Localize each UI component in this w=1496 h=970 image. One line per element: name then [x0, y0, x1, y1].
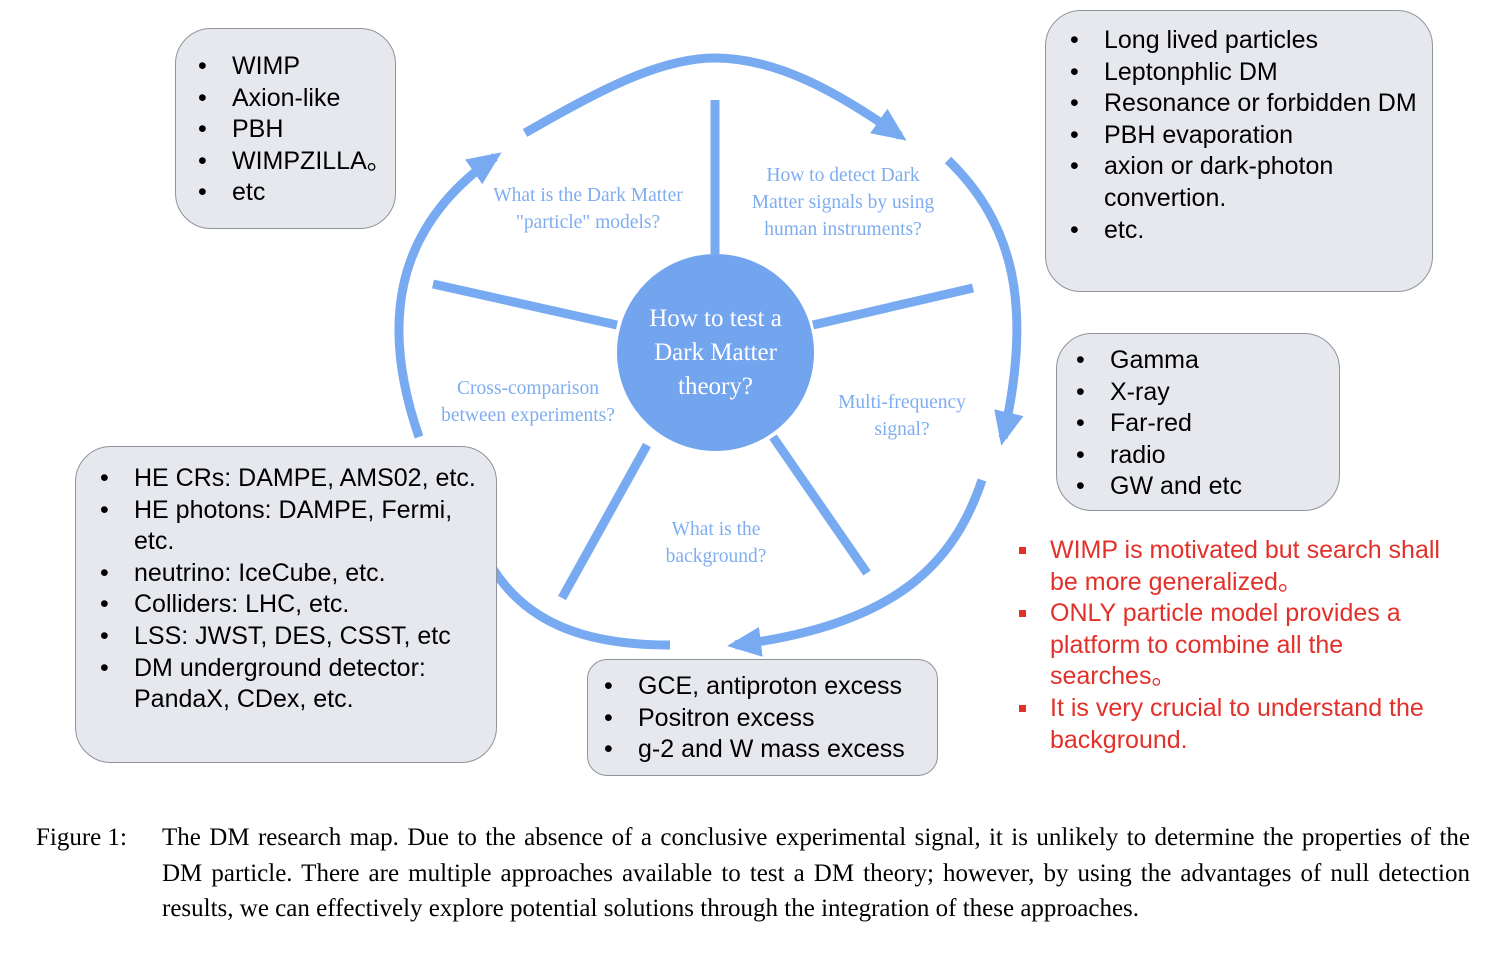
list-item: GW and etc [1064, 471, 1339, 503]
question-detect: How to detect Dark Matter signals by usi… [751, 165, 935, 240]
caption-label: Figure 1: [36, 824, 127, 851]
list-item: g-2 and W mass excess [592, 734, 937, 766]
list-item: DM underground detector: PandaX, CDex, e… [88, 653, 484, 716]
list-item: Far-red [1064, 408, 1339, 440]
list-item: neutrino: IceCube, etc. [88, 558, 484, 590]
list-item: PBH [186, 114, 395, 146]
note-item: It is very crucial to understand the bac… [1016, 693, 1456, 756]
list-item: LSS: JWST, DES, CSST, etc [88, 621, 484, 653]
list-item: X-ray [1064, 377, 1339, 409]
box-experiments: HE CRs: DAMPE, AMS02, etc. HE photons: D… [75, 446, 497, 763]
center-question-circle: How to test a Dark Matter theory? [617, 254, 814, 451]
spoke-upper-right [811, 283, 975, 330]
question-background: What is the background? [665, 519, 767, 567]
list-item: Long lived particles [1058, 25, 1420, 57]
list-item: PBH evaporation [1058, 120, 1420, 152]
note-item: ONLY particle model provides a platform … [1016, 598, 1456, 693]
spoke-lower-right [769, 434, 871, 576]
list-item: etc [186, 177, 395, 209]
list-item: Colliders: LHC, etc. [88, 589, 484, 621]
arrow-top [522, 53, 907, 141]
list-item: HE photons: DAMPE, Fermi, etc. [88, 495, 484, 558]
arrow-right-upper [944, 156, 1024, 446]
caption-text: The DM research map. Due to the absence … [162, 824, 1470, 922]
list-item: Resonance or forbidden DM [1058, 88, 1420, 120]
box-excesses: GCE, antiproton excess Positron excess g… [587, 659, 938, 776]
figure-caption: Figure 1: The DM research map. Due to th… [36, 820, 1470, 927]
list-item: Gamma [1064, 345, 1339, 377]
spoke-lower-left [558, 442, 651, 601]
list-item: WIMP [186, 51, 395, 83]
list-item: HE CRs: DAMPE, AMS02, etc. [88, 463, 484, 495]
list-item: radio [1064, 440, 1339, 472]
list-item: axion or dark-photon convertion. [1058, 151, 1420, 214]
list-item: etc. [1058, 215, 1420, 247]
list-item: Leptonphlic DM [1058, 57, 1420, 89]
list-item: GCE, antiproton excess [592, 671, 937, 703]
red-notes: WIMP is motivated but search shall be mo… [1016, 535, 1456, 756]
spoke-upper-left [432, 279, 618, 330]
question-cross-comparison: Cross-comparison between experiments? [441, 378, 615, 426]
arrow-right-lower [727, 478, 987, 657]
question-models: What is the Dark Matter "particle" model… [493, 185, 683, 233]
note-item: WIMP is motivated but search shall be mo… [1016, 535, 1456, 598]
list-item: Positron excess [592, 703, 937, 735]
list-item: WIMPZILLA。 [186, 146, 395, 178]
arrow-left [394, 152, 502, 439]
list-item: Axion-like [186, 83, 395, 115]
question-multifrequency: Multi-frequency signal? [838, 392, 966, 440]
box-dm-models: WIMP Axion-like PBH WIMPZILLA。 etc [175, 28, 396, 229]
box-signals: Gamma X-ray Far-red radio GW and etc [1056, 333, 1340, 511]
box-dm-candidates: Long lived particles Leptonphlic DM Reso… [1045, 10, 1433, 292]
center-question-text: How to test a Dark Matter theory? [649, 304, 782, 400]
